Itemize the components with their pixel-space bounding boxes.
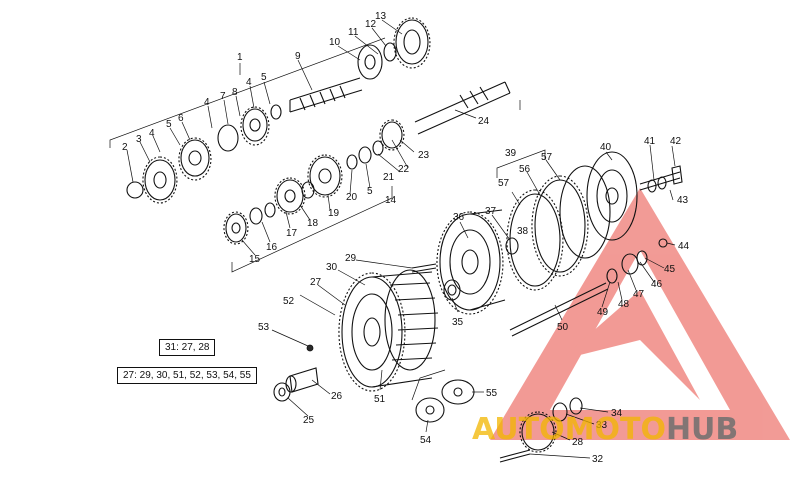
callout-label: 13 [375,11,387,22]
callout-label: 42 [670,136,682,147]
callout-label: 54 [420,435,432,446]
callout-label: 23 [418,150,430,161]
callout-label: 4 [149,128,155,139]
callout-label: 14 [385,195,397,206]
callout-label: 9 [295,51,301,62]
leader-lines [126,19,676,459]
callout-label: 21 [383,172,395,183]
callout-label: 56 [519,164,531,175]
callout-label: 49 [597,307,609,318]
callout-label: 32 [592,454,604,465]
callout-label: 30 [326,262,338,273]
callout-label: 8 [232,87,238,98]
callout-label: 10 [329,37,341,48]
callout-label: 15 [249,254,261,265]
callout-label: 57 [498,178,510,189]
callout-label: 29 [345,253,357,264]
callout-label: 22 [398,164,410,175]
watermark-logo: AUTOMOTOHUB [472,412,738,452]
callout-label: 44 [678,241,690,252]
callout-label: 1 [237,52,243,63]
callout-label: 2 [122,142,128,153]
callout-label: 51 [374,394,386,405]
upper-shaft-group [109,17,431,204]
callout-label: 12 [365,19,377,30]
callout-label: 5 [166,119,172,130]
callout-label: 48 [618,299,630,310]
callout-label: 41 [644,136,656,147]
watermark-hub: HUB [665,412,739,447]
callout-label: 47 [633,289,645,300]
callout-label: 11 [348,27,359,38]
watermark-moto: MOTO [564,412,666,447]
note-box-31: 31: 27, 28 [159,339,216,356]
callout-label: 4 [246,77,252,88]
callout-label: 36 [453,212,465,223]
callout-label: 57 [541,152,553,163]
callout-label: 28 [572,437,584,448]
callout-label: 5 [261,72,267,83]
callout-label: 43 [677,195,689,206]
callout-label: 27 [310,277,322,288]
clutch-assembly [273,151,683,463]
callout-label: 45 [664,264,676,275]
callout-label: 46 [651,279,663,290]
callout-label: 7 [220,91,226,102]
callout-label: 24 [478,116,490,127]
callout-label: 37 [485,206,497,217]
callout-label: 18 [307,218,319,229]
lower-shaft-group [223,81,521,273]
note-box-27: 27: 29, 30, 51, 52, 53, 54, 55 [117,367,257,384]
callout-label: 20 [346,192,358,203]
callout-label: 5 [367,186,373,197]
callout-labels: 1 2 3 4 5 6 4 7 8 4 5 9 10 11 12 13 14 1… [122,11,690,465]
callout-label: 16 [266,242,278,253]
callout-label: 50 [557,322,569,333]
callout-label: 4 [204,97,210,108]
bracket-39 [496,149,546,178]
callout-label: 34 [611,408,623,419]
callout-label: 35 [452,317,464,328]
callout-label: 26 [331,391,343,402]
callout-label: 39 [505,148,517,159]
callout-label: 25 [303,415,315,426]
callout-label: 6 [178,113,184,124]
callout-label: 40 [600,142,612,153]
callout-label: 19 [328,208,340,219]
callout-label: 38 [517,226,529,237]
callout-label: 3 [136,134,142,145]
callout-label: 33 [596,420,608,431]
callout-label: 55 [486,388,498,399]
callout-label: 17 [286,228,298,239]
callout-label: 52 [283,296,295,307]
callout-label: 53 [258,322,270,333]
watermark-triangle [490,188,790,440]
watermark-auto: AUTO [472,412,565,447]
